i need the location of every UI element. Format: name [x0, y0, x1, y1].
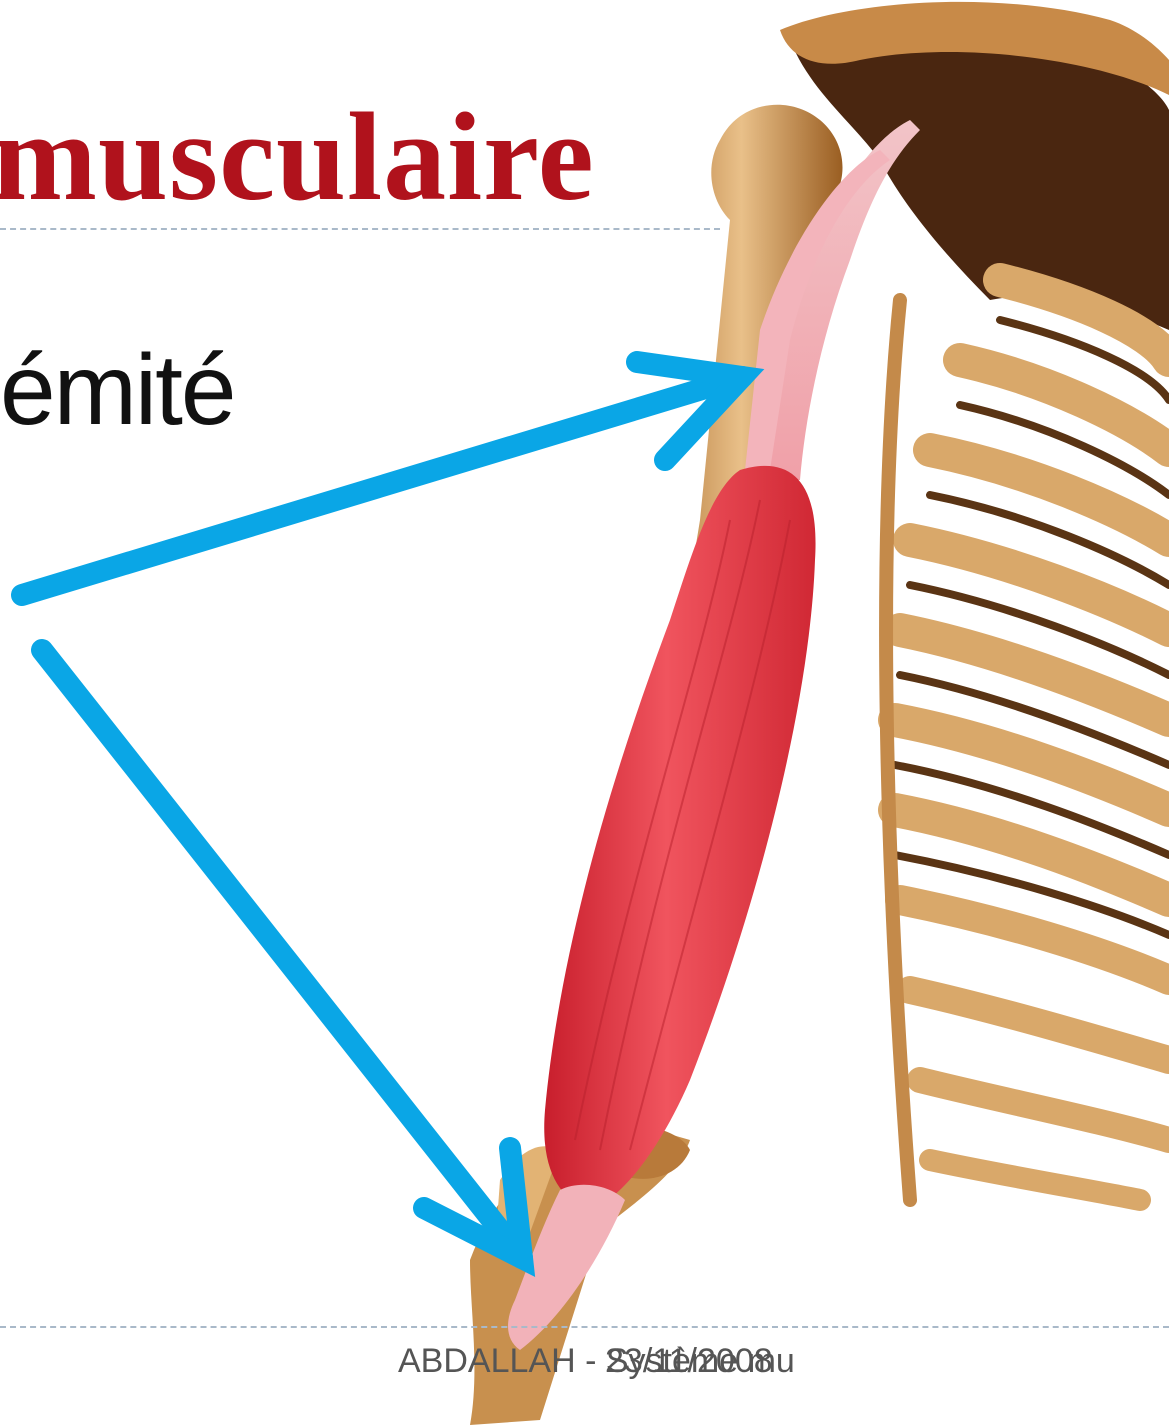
footer-date: 23/11/2008 — [605, 1342, 773, 1381]
rib-cage — [886, 280, 1169, 1200]
slide-title: musculaire — [0, 95, 595, 221]
arrow-lower — [42, 650, 522, 1258]
biceps-muscle — [508, 120, 920, 1350]
footer-divider — [0, 1326, 1169, 1328]
title-divider — [0, 228, 720, 230]
body-text: émité — [0, 340, 235, 440]
